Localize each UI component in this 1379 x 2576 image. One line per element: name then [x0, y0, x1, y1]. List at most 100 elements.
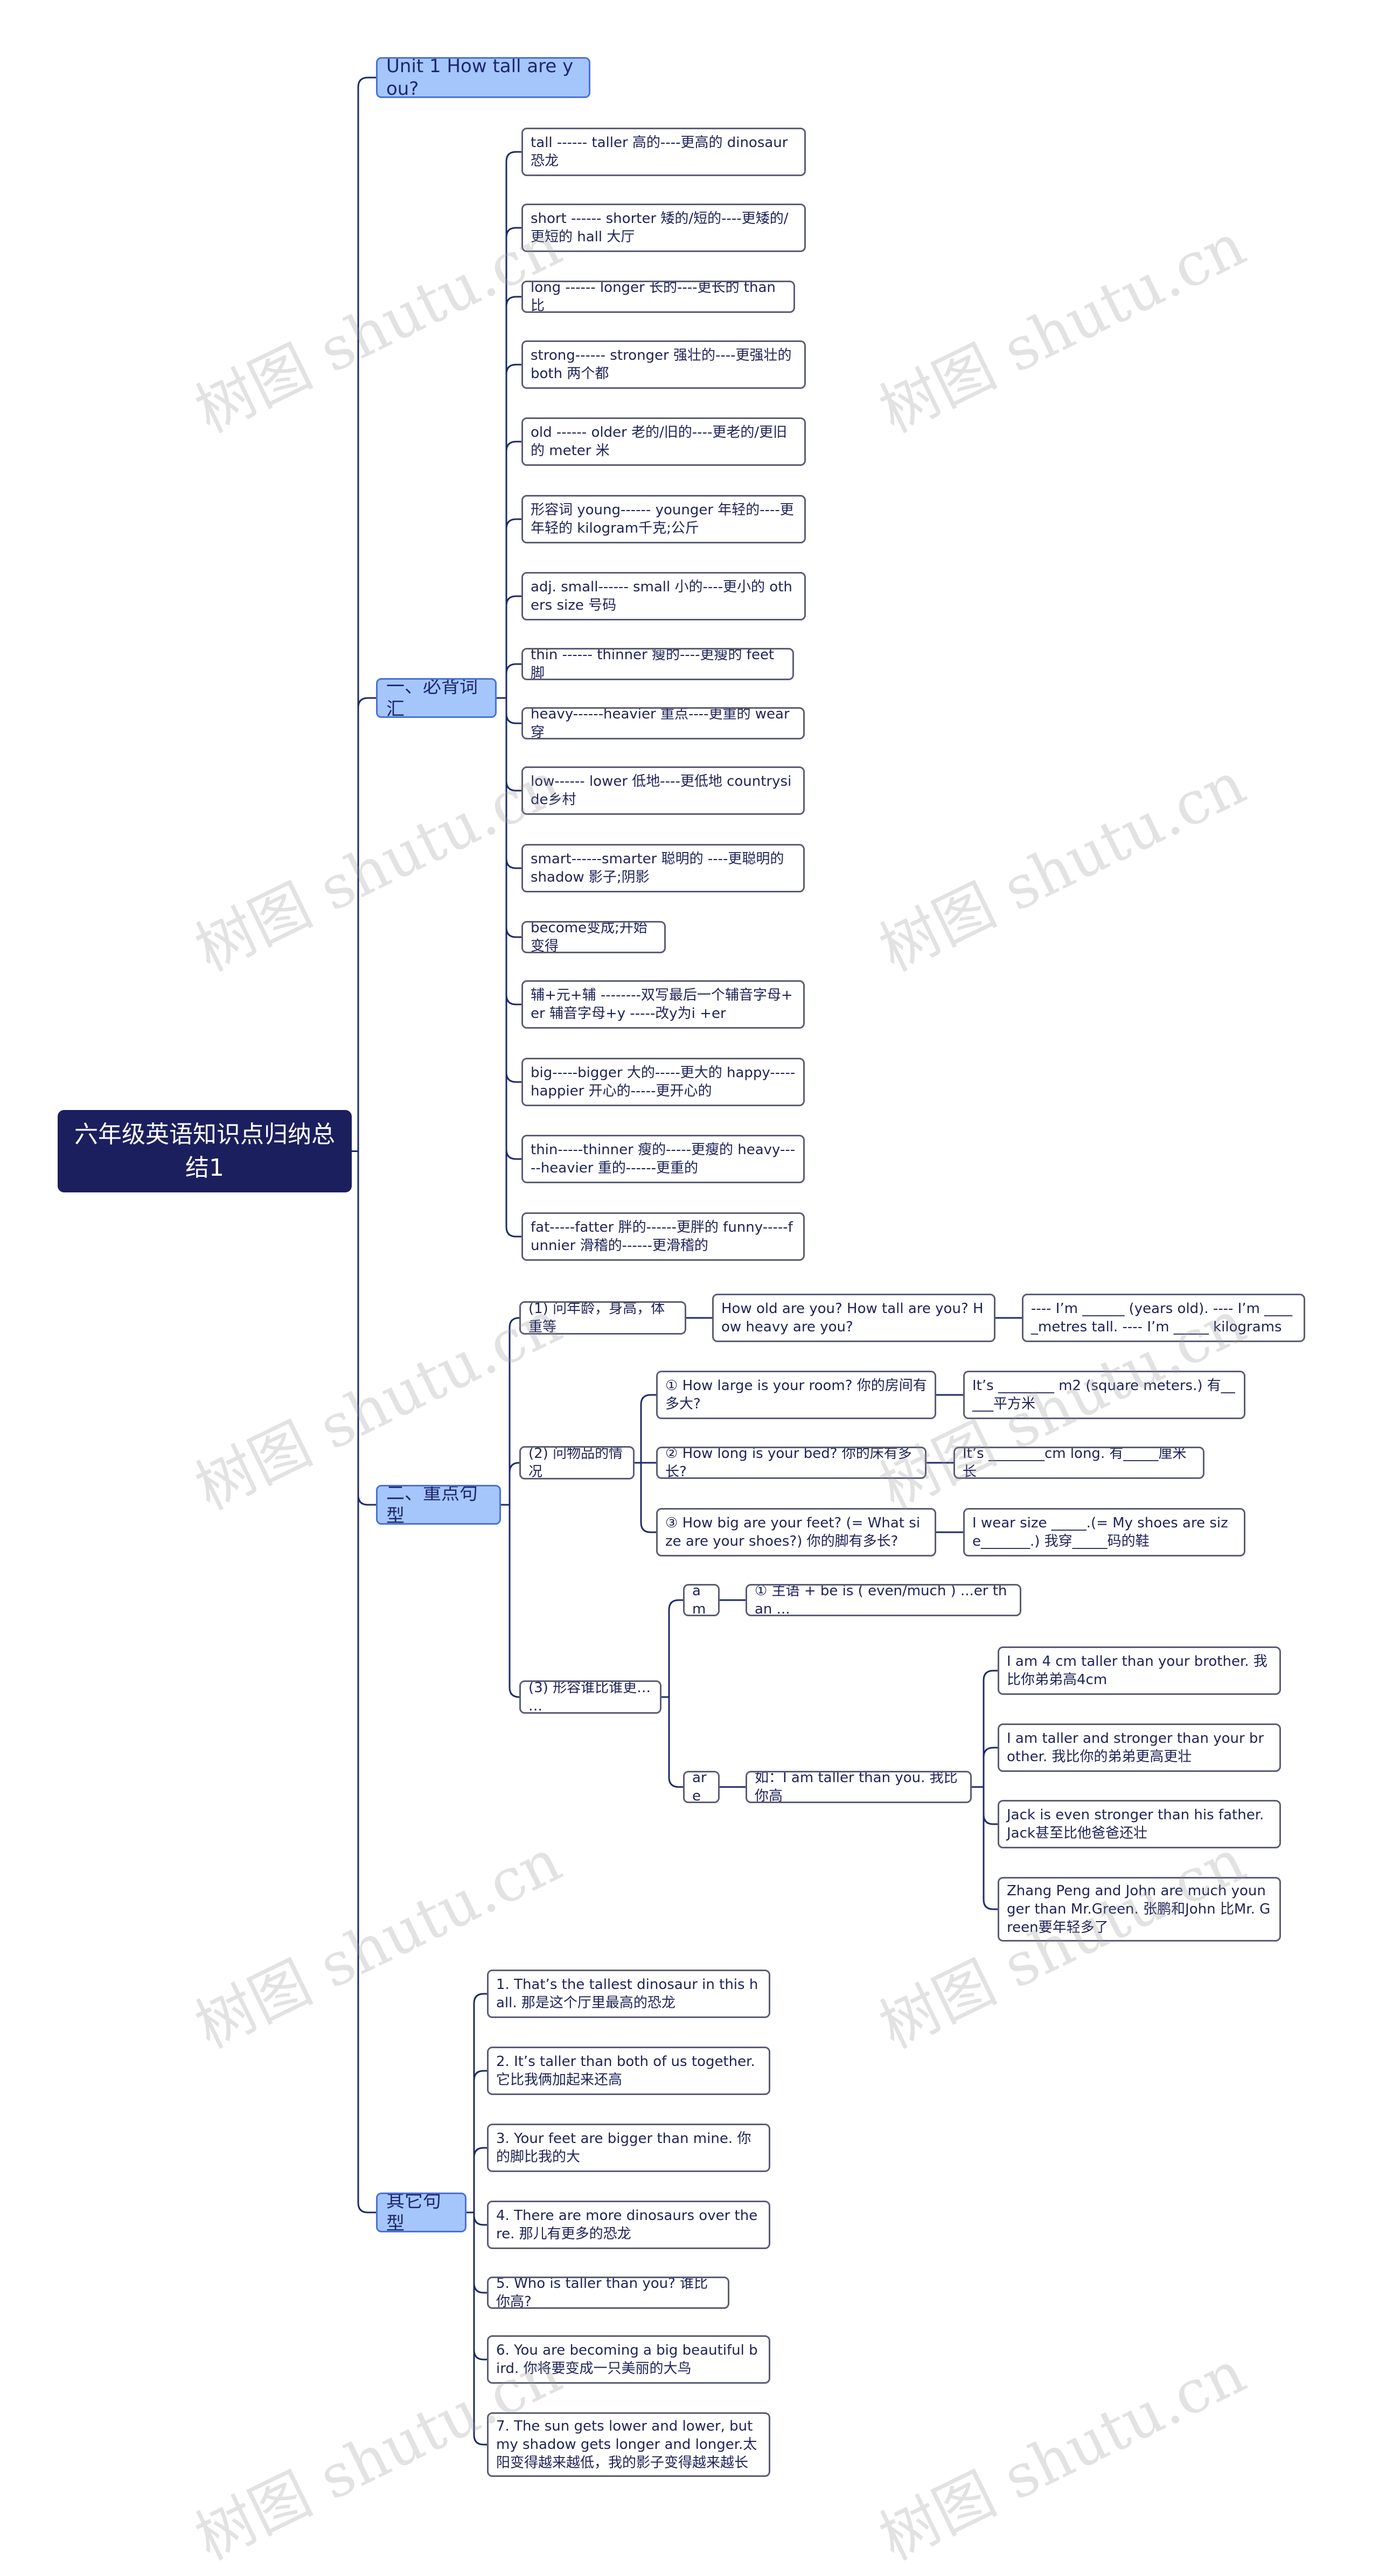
edge-b2-v16: [505, 698, 521, 1238]
topic-node-v10[interactable]: low------ lower 低地----更低地 countryside乡村: [521, 766, 805, 815]
topic-node-v2[interactable]: short ------ shorter 矮的/短的----更矮的/更短的 ha…: [521, 204, 806, 252]
edge-b2-v3: [505, 296, 521, 698]
topic-node-o7[interactable]: 7. The sun gets lower and lower, but my …: [487, 2412, 770, 2477]
topic-label: low------ lower 低地----更低地 countryside乡村: [531, 773, 792, 808]
edge-b2-v13: [505, 698, 521, 1006]
topic-node-s2c1[interactable]: I wear size _____.(= My shoes are size__…: [963, 1508, 1245, 1556]
topic-node-s3a1[interactable]: ① 主语 + be is ( even/much ) ...er than ..…: [746, 1584, 1021, 1616]
topic-node-s3[interactable]: (3) 形容谁比谁更… …: [519, 1680, 661, 1714]
topic-node-o5[interactable]: 5. Who is taller than you? 谁比你高?: [487, 2277, 729, 2309]
topic-node-o6[interactable]: 6. You are becoming a big beautiful bird…: [487, 2335, 770, 2384]
topic-node-v15[interactable]: thin-----thinner 瘦的-----更瘦的 heavy-----he…: [521, 1135, 805, 1183]
topic-node-s2b1[interactable]: It’s ________cm long. 有_____厘米长: [953, 1447, 1204, 1479]
topic-node-s2c[interactable]: ③ How big are your feet? (= What size ar…: [656, 1508, 936, 1556]
topic-node-s1a[interactable]: How old are you? How tall are you? How h…: [712, 1294, 995, 1342]
topic-label: 形容词 young------ younger 年轻的----更年轻的 kilo…: [531, 502, 794, 536]
edge-root-b1: [357, 76, 376, 1151]
topic-node-o2[interactable]: 2. It’s taller than both of us together.…: [487, 2047, 770, 2095]
branch-topic-b2[interactable]: 一、必背词汇: [376, 678, 497, 718]
topic-node-s3b[interactable]: are: [683, 1771, 720, 1803]
topic-node-o4[interactable]: 4. There are more dinosaurs over there. …: [487, 2201, 770, 2249]
edge-s3b1-e4: [983, 1787, 998, 1910]
edge-b3-s2: [509, 1462, 520, 1505]
topic-node-v3[interactable]: long ------ longer 长的----更长的 than 比: [521, 281, 795, 313]
edge-b4-o6: [473, 2212, 487, 2361]
topic-node-s3b1[interactable]: 如：I am taller than you. 我比你高: [746, 1771, 972, 1803]
topic-label: Jack is even stronger than his father. J…: [1007, 1807, 1264, 1841]
topic-node-v14[interactable]: big-----bigger 大的-----更大的 happy-----happ…: [521, 1058, 805, 1106]
branch-topic-b3[interactable]: 二、重点句型: [376, 1485, 501, 1525]
topic-node-e3[interactable]: Jack is even stronger than his father. J…: [998, 1800, 1281, 1848]
branch-topic-b4[interactable]: 其它句型: [376, 2193, 466, 2232]
topic-node-v9[interactable]: heavy------heavier 重点----更重的 wear 穿: [521, 707, 805, 739]
topic-node-s1[interactable]: (1) 问年龄，身高，体重等: [519, 1301, 686, 1335]
edge-b4-o2: [473, 2070, 487, 2212]
topic-node-s1b[interactable]: ---- I’m ______ (years old). ---- I’m __…: [1022, 1294, 1305, 1342]
edge-s2-s2c: [640, 1463, 656, 1533]
topic-label: ① How large is your room? 你的房间有多大?: [665, 1378, 927, 1412]
topic-node-v7[interactable]: adj. small------ small 小的----更小的 others …: [521, 572, 806, 620]
edge-b2-v12: [505, 698, 521, 938]
edge-root-b4: [357, 1151, 376, 2214]
topic-label: thin ------ thinner 瘦的----更瘦的 feet 脚: [531, 648, 775, 680]
topic-node-e4[interactable]: Zhang Peng and John are much younger tha…: [998, 1877, 1281, 1942]
topic-label: adj. small------ small 小的----更小的 others …: [531, 579, 792, 613]
topic-node-s2a1[interactable]: It’s ________ m2 (square meters.) 有_____…: [963, 1371, 1245, 1419]
edge-b4-o7: [473, 2212, 487, 2446]
topic-label: become变成;开始变得: [531, 921, 647, 953]
topic-label: (1) 问年龄，身高，体重等: [528, 1301, 665, 1335]
topic-label: 如：I am taller than you. 我比你高: [755, 1771, 958, 1803]
topic-label: Zhang Peng and John are much younger tha…: [1007, 1883, 1271, 1936]
topic-node-s2[interactable]: (2) 问物品的情况: [519, 1446, 635, 1479]
topic-label: 6. You are becoming a big beautiful bird…: [496, 2342, 758, 2377]
topic-node-v13[interactable]: 辅+元+辅 --------双写最后一个辅音字母+er 辅音字母+y -----…: [521, 980, 805, 1029]
edge-b4-o4: [473, 2212, 487, 2226]
topic-node-e2[interactable]: I am taller and stronger than your broth…: [998, 1723, 1281, 1772]
topic-node-v16[interactable]: fat-----fatter 胖的------更胖的 funny-----fun…: [521, 1212, 805, 1261]
topic-node-s3a[interactable]: am: [683, 1584, 720, 1616]
topic-label: 二、重点句型: [386, 1485, 478, 1525]
edge-s3b1-e1: [983, 1670, 998, 1787]
topic-node-s2b[interactable]: ② How long is your bed? 你的床有多长?: [656, 1447, 927, 1479]
topic-node-v1[interactable]: tall ------ taller 高的----更高的 dinosaur 恐龙: [521, 128, 806, 176]
edge-b2-v2: [505, 227, 521, 698]
edge-b4-o3: [473, 2147, 487, 2212]
topic-label: It’s ________cm long. 有_____厘米长: [963, 1447, 1187, 1479]
topic-label: 其它句型: [386, 2193, 441, 2232]
topic-label: 六年级英语知识点归纳总结1: [74, 1120, 335, 1182]
topic-label: thin-----thinner 瘦的-----更瘦的 heavy-----he…: [531, 1142, 796, 1176]
topic-node-v4[interactable]: strong------ stronger 强壮的----更强壮的 both 两…: [521, 340, 806, 389]
topic-node-v6[interactable]: 形容词 young------ younger 年轻的----更年轻的 kilo…: [521, 495, 806, 543]
topic-node-o3[interactable]: 3. Your feet are bigger than mine. 你的脚比我…: [487, 2124, 770, 2172]
edge-b2-v6: [505, 518, 521, 698]
topic-label: long ------ longer 长的----更长的 than 比: [531, 281, 776, 313]
topic-label: I am 4 cm taller than your brother. 我比你弟…: [1007, 1653, 1267, 1688]
topic-label: Unit 1 How tall are you?: [386, 57, 574, 98]
topic-node-s2a[interactable]: ① How large is your room? 你的房间有多大?: [656, 1371, 936, 1419]
topic-label: How old are you? How tall are you? How h…: [721, 1301, 984, 1335]
branch-topic-b1[interactable]: Unit 1 How tall are you?: [376, 57, 590, 98]
topic-label: old ------ older 老的/旧的----更老的/更旧的 meter …: [531, 424, 788, 459]
topic-label: 2. It’s taller than both of us together.…: [496, 2054, 755, 2088]
topic-label: 3. Your feet are bigger than mine. 你的脚比我…: [496, 2131, 751, 2165]
topic-label: It’s ________ m2 (square meters.) 有_____…: [972, 1378, 1235, 1412]
edge-b2-v15: [505, 698, 521, 1160]
topic-node-v8[interactable]: thin ------ thinner 瘦的----更瘦的 feet 脚: [521, 648, 794, 680]
edge-b2-v8: [505, 663, 521, 698]
topic-label: 4. There are more dinosaurs over there. …: [496, 2208, 758, 2242]
edge-b2-v9: [505, 698, 521, 724]
topic-label: I wear size _____.(= My shoes are size__…: [972, 1515, 1228, 1549]
topic-label: am: [692, 1584, 706, 1616]
topic-label: (3) 形容谁比谁更… …: [528, 1680, 651, 1714]
topic-node-v12[interactable]: become变成;开始变得: [521, 921, 666, 953]
topic-node-v11[interactable]: smart------smarter 聪明的 ----更聪明的 shadow 影…: [521, 844, 805, 892]
topic-node-o1[interactable]: 1. That’s the tallest dinosaur in this h…: [487, 1970, 770, 2018]
topic-label: ③ How big are your feet? (= What size ar…: [665, 1515, 921, 1549]
edge-b2-v14: [505, 698, 521, 1083]
topic-node-v5[interactable]: old ------ older 老的/旧的----更老的/更旧的 meter …: [521, 417, 806, 466]
topic-label: tall ------ taller 高的----更高的 dinosaur 恐龙: [531, 135, 788, 169]
topic-node-e1[interactable]: I am 4 cm taller than your brother. 我比你弟…: [998, 1646, 1281, 1695]
topic-label: ② How long is your bed? 你的床有多长?: [665, 1447, 912, 1479]
root-topic-root[interactable]: 六年级英语知识点归纳总结1: [58, 1110, 352, 1192]
